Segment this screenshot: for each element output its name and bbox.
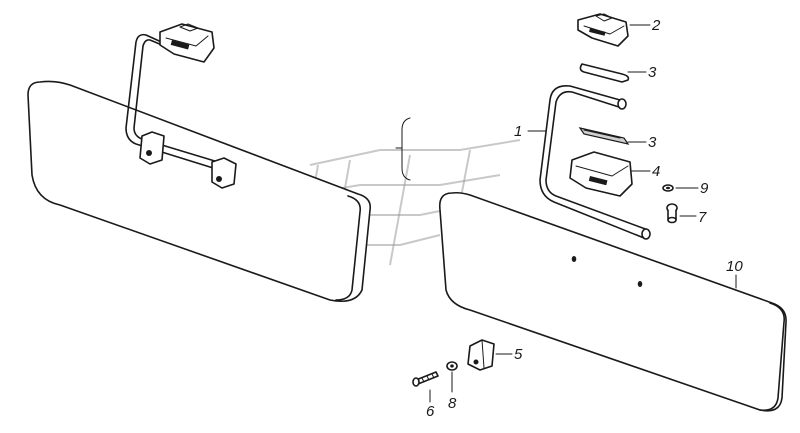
label-3-lower: 3 (648, 134, 657, 151)
label-3-upper: 3 (648, 64, 657, 81)
hinge-bracket-assembled (159, 23, 215, 63)
label-7: 7 (698, 209, 707, 226)
part-3-strip-lower (578, 127, 630, 145)
label-1: 1 (514, 123, 522, 140)
label-4: 4 (652, 163, 660, 180)
label-8: 8 (448, 395, 457, 412)
part-7-screw (666, 203, 678, 224)
part-1-rod (539, 84, 651, 240)
part-2-hinge-bracket (577, 13, 629, 47)
part-3-strip-upper (579, 63, 630, 83)
part-6-bolt (412, 371, 439, 387)
assembled-sun-visor (27, 23, 372, 303)
label-5: 5 (514, 346, 523, 363)
label-6: 6 (426, 403, 435, 420)
visor-rod-assembled (125, 33, 227, 173)
label-9: 9 (700, 180, 709, 197)
rod-clip-left-assembled (139, 131, 165, 165)
part-8-washer (446, 361, 458, 371)
visor-panel-exploded (438, 191, 787, 412)
part-9-washer (662, 184, 674, 192)
leader-lines (429, 24, 737, 403)
label-10: 10 (726, 258, 743, 275)
label-2: 2 (651, 17, 661, 34)
visor-panel-assembled (27, 80, 372, 303)
part-5-clip (467, 339, 495, 371)
part-4-bracket-housing (569, 151, 633, 197)
center-bracket-mark (395, 117, 411, 181)
rod-clip-right-assembled (211, 157, 237, 189)
